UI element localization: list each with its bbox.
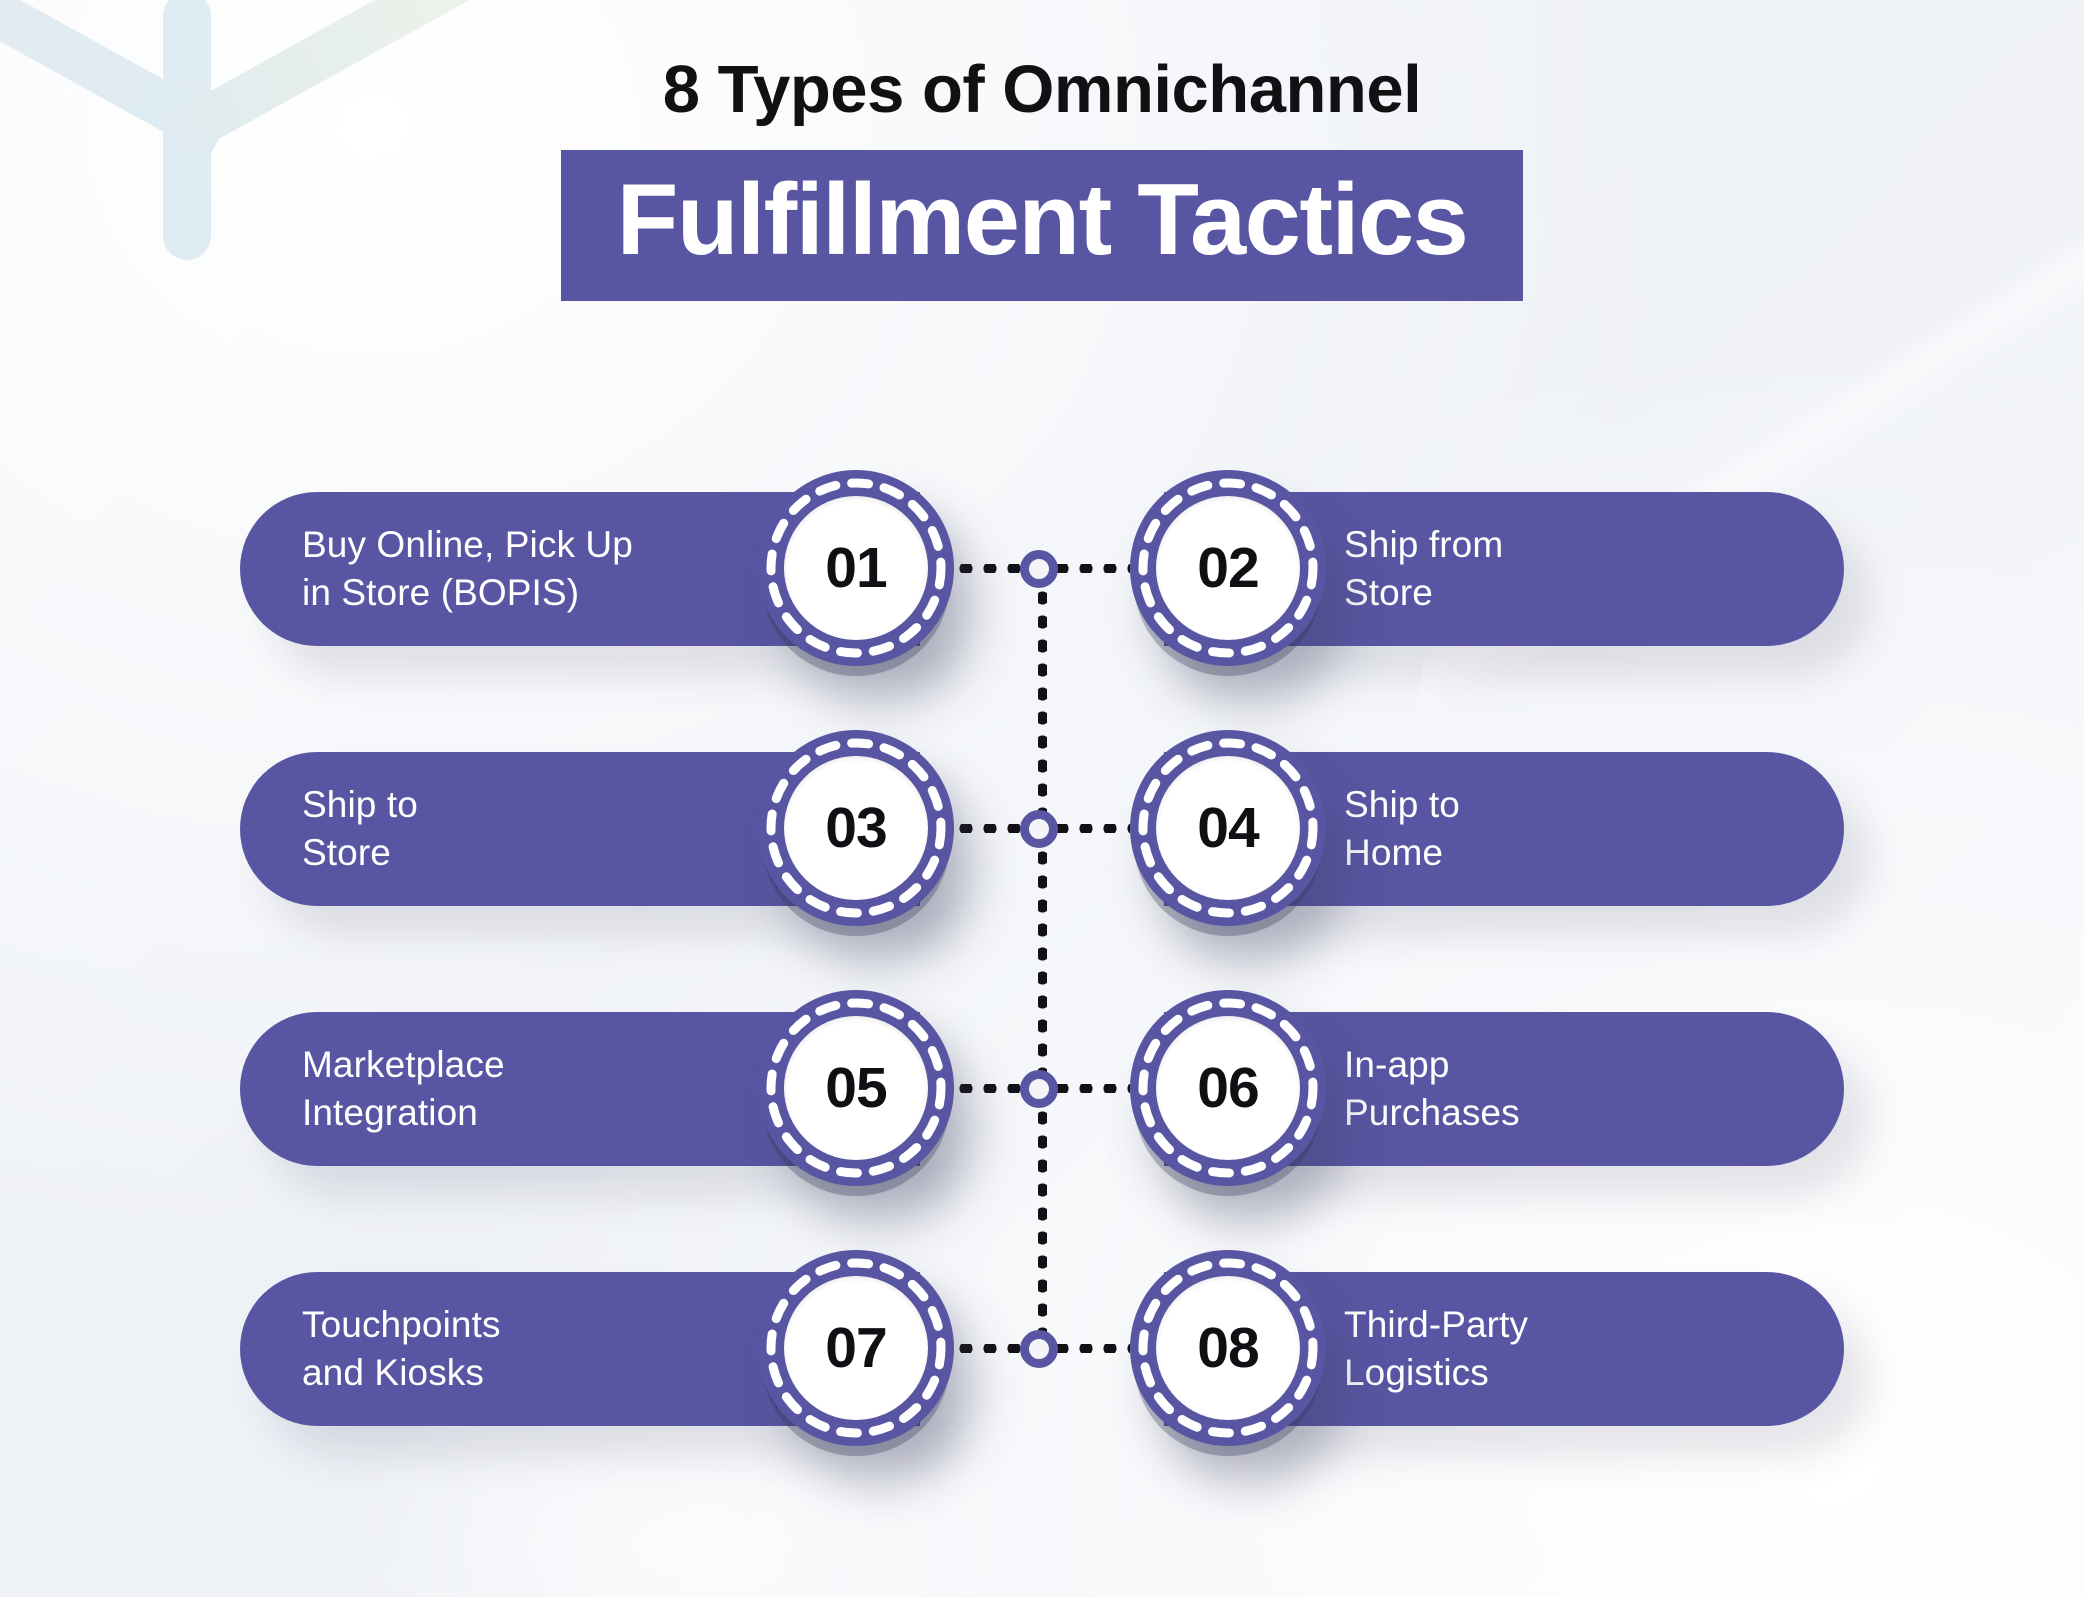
tactic-label: Marketplace Integration <box>302 1043 505 1133</box>
row-connector <box>954 1328 1130 1368</box>
tactic-label: Ship from Store <box>1344 523 1504 613</box>
badge-number: 06 <box>1197 1055 1259 1120</box>
badge-number: 08 <box>1197 1315 1259 1380</box>
number-badge-01: 01 <box>758 470 954 666</box>
badge-inner-circle: 07 <box>784 1276 928 1420</box>
dashed-ring-icon <box>1130 470 1326 666</box>
number-badge-05: 05 <box>758 990 954 1186</box>
title-banner: Fulfillment Tactics <box>560 150 1524 302</box>
row-connector <box>954 808 1130 848</box>
badge-inner-circle: 04 <box>1156 756 1300 900</box>
connector-hub-icon <box>1020 1070 1058 1108</box>
badge-inner-circle: 08 <box>1156 1276 1300 1420</box>
badge-number: 04 <box>1197 795 1259 860</box>
dashed-ring-icon <box>1130 730 1326 926</box>
connector-hub-icon <box>1020 550 1058 588</box>
dashed-ring-icon <box>1130 990 1326 1186</box>
badge-inner-circle: 03 <box>784 756 928 900</box>
page-title: Fulfillment Tactics <box>616 164 1469 277</box>
badge-number: 05 <box>825 1055 887 1120</box>
vertical-connector-dots <box>1038 1106 1047 1352</box>
number-badge-02: 02 <box>1130 470 1326 666</box>
row-connector <box>954 1068 1130 1108</box>
tactic-label: In-app Purchases <box>1344 1043 1520 1133</box>
badge-inner-circle: 02 <box>1156 496 1300 640</box>
number-badge-08: 08 <box>1130 1250 1326 1446</box>
badge-inner-circle: 01 <box>784 496 928 640</box>
number-badge-06: 06 <box>1130 990 1326 1186</box>
tactic-row: Buy Online, Pick Up in Store (BOPIS) Ship… <box>0 470 2084 666</box>
dashed-ring-icon <box>758 730 954 926</box>
connector-hub-icon <box>1020 1330 1058 1368</box>
vertical-connector-dots <box>1038 586 1047 832</box>
badge-number: 03 <box>825 795 887 860</box>
vertical-connector-dots <box>1038 846 1047 1092</box>
tactic-label: Third-Party Logistics <box>1344 1303 1529 1393</box>
tactic-row: Touchpoints and Kiosks Third-Party Logist… <box>0 1250 2084 1446</box>
badge-number: 07 <box>825 1315 887 1380</box>
number-badge-04: 04 <box>1130 730 1326 926</box>
dashed-ring-icon <box>1130 1250 1326 1446</box>
dashed-ring-icon <box>758 990 954 1186</box>
page-header: 8 Types of Omnichannel Fulfillment Tacti… <box>0 52 2084 302</box>
badge-inner-circle: 05 <box>784 1016 928 1160</box>
tactics-list: Buy Online, Pick Up in Store (BOPIS) Ship… <box>0 470 2084 1446</box>
tactic-label: Touchpoints and Kiosks <box>302 1303 501 1393</box>
number-badge-07: 07 <box>758 1250 954 1446</box>
badge-inner-circle: 06 <box>1156 1016 1300 1160</box>
tactic-label: Ship to Home <box>1344 783 1460 873</box>
page-kicker: 8 Types of Omnichannel <box>662 52 1422 127</box>
connector-hub-icon <box>1020 810 1058 848</box>
tactic-label: Buy Online, Pick Up in Store (BOPIS) <box>302 523 633 613</box>
badge-number: 01 <box>825 535 887 600</box>
tactic-row: Marketplace Integration In-app Purchases 0… <box>0 990 2084 1186</box>
number-badge-03: 03 <box>758 730 954 926</box>
badge-number: 02 <box>1197 535 1259 600</box>
dashed-ring-icon <box>758 470 954 666</box>
tactic-label: Ship to Store <box>302 783 418 873</box>
tactic-row: Ship to Store Ship to Home 03 04 <box>0 730 2084 926</box>
row-connector <box>954 548 1130 588</box>
